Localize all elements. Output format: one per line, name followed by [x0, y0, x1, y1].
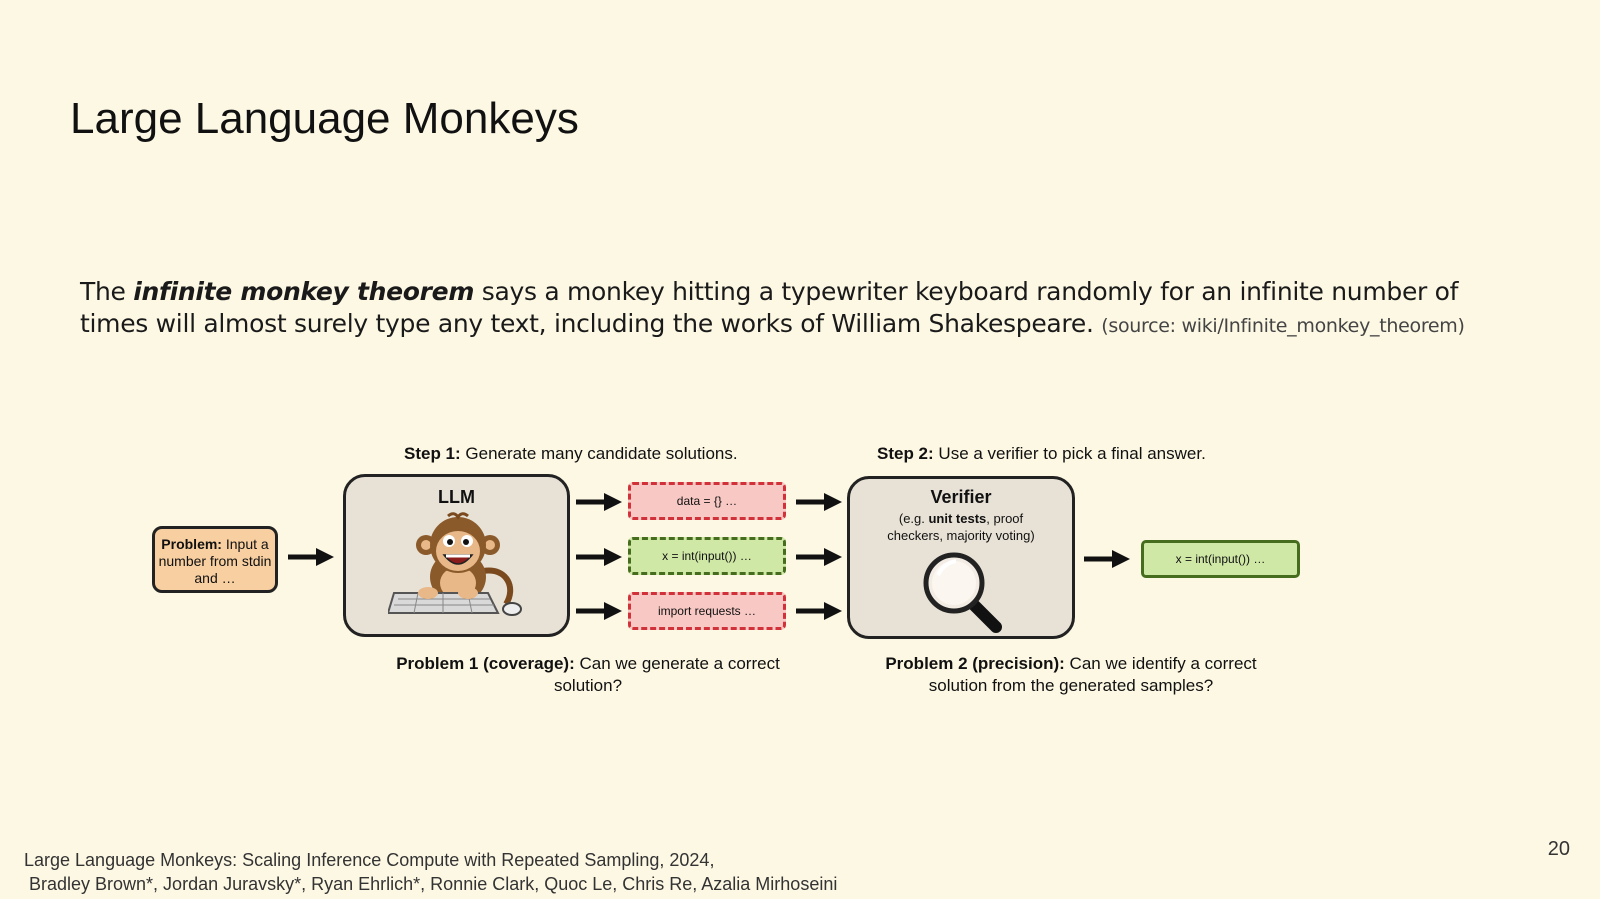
verifier-desc-line2: checkers, majority voting): [887, 528, 1035, 543]
verifier-box: Verifier (e.g. unit tests, proof checkers…: [847, 476, 1075, 639]
llm-label: LLM: [438, 487, 475, 507]
intro-text-1: The: [80, 277, 134, 306]
problem2-bold: Problem 2 (precision):: [885, 654, 1065, 673]
citation-footer: Large Language Monkeys: Scaling Inferenc…: [24, 848, 837, 896]
verifier-title: Verifier: [930, 487, 992, 507]
problem-text: Input a number from stdin and …: [158, 536, 272, 586]
citation-line1: Large Language Monkeys: Scaling Inferenc…: [24, 850, 715, 870]
verifier-desc: (e.g. unit tests, proof checkers, majorit…: [850, 510, 1072, 544]
step2-text: Use a verifier to pick a final answer.: [933, 444, 1206, 463]
step1-text: Generate many candidate solutions.: [460, 444, 738, 463]
step2-label: Step 2: Use a verifier to pick a final a…: [877, 444, 1206, 464]
intro-paragraph: The infinite monkey theorem says a monke…: [80, 276, 1520, 342]
arrow-icon: [576, 493, 622, 511]
candidate-1: data = {} …: [628, 482, 786, 520]
problem-box: Problem: Input a number from stdin and …: [152, 526, 278, 593]
candidate-3: import requests …: [628, 592, 786, 630]
step2-bold: Step 2:: [877, 444, 934, 463]
page-number: 20: [1547, 838, 1570, 860]
arrow-icon: [288, 548, 334, 566]
problem2-line2: solution from the generated samples?: [928, 676, 1214, 695]
verifier-desc-bold: unit tests: [928, 511, 987, 526]
arrow-icon: [796, 548, 842, 566]
arrow-icon: [576, 602, 622, 620]
intro-text-2: says a monkey hitting a typewriter keybo…: [80, 277, 1459, 338]
intro-source: (source: wiki/Infinite_monkey_theorem): [1101, 315, 1465, 337]
problem1-bold: Problem 1 (coverage):: [396, 654, 575, 673]
problem2-text: Can we identify a correct: [1064, 654, 1257, 673]
verifier-desc-post: , proof: [986, 511, 1024, 526]
arrow-icon: [576, 548, 622, 566]
final-answer: x = int(input()) …: [1141, 540, 1300, 578]
arrow-icon: [796, 493, 842, 511]
slide-title: Large Language Monkeys: [70, 94, 579, 143]
arrow-icon: [1084, 550, 1130, 568]
problem-bold: Problem:: [161, 536, 222, 552]
problem2-caption: Problem 2 (precision): Can we identify a…: [851, 653, 1291, 697]
monkey-typing-icon: [388, 512, 522, 616]
magnifying-glass-icon: [923, 552, 1002, 633]
citation-line2: Bradley Brown*, Jordan Juravsky*, Ryan E…: [24, 874, 838, 894]
problem1-text: Can we generate a correct: [574, 654, 780, 673]
intro-emphasis: infinite monkey theorem: [133, 277, 475, 306]
arrow-icon: [796, 602, 842, 620]
candidate-2: x = int(input()) …: [628, 537, 786, 575]
step1-bold: Step 1:: [404, 444, 461, 463]
llm-box: LLM: [343, 474, 570, 637]
problem1-line2: solution?: [553, 676, 623, 695]
verifier-desc-pre: (e.g.: [898, 511, 929, 526]
problem1-caption: Problem 1 (coverage): Can we generate a …: [358, 653, 818, 697]
step1-label: Step 1: Generate many candidate solution…: [404, 444, 738, 464]
